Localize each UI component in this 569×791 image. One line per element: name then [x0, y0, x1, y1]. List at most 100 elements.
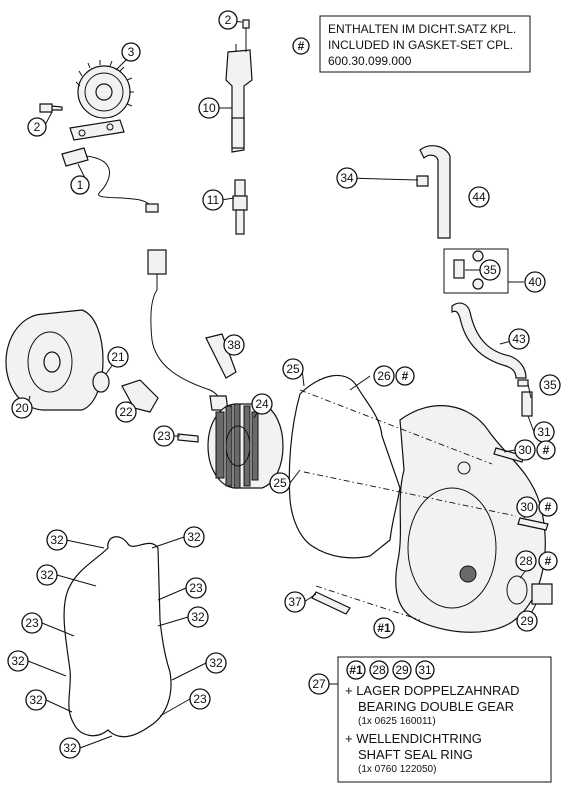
svg-text:23: 23 — [193, 692, 207, 706]
svg-text:#: # — [298, 39, 305, 53]
svg-text:2: 2 — [225, 13, 232, 27]
svg-text:38: 38 — [227, 338, 241, 352]
legend-callout-27: 27 — [308, 673, 330, 695]
large-gasket-drawing — [63, 536, 172, 738]
callout-34: 34 — [336, 167, 358, 189]
pickup-bracket-drawing — [69, 119, 125, 141]
callout-32-g: 32 — [25, 689, 47, 711]
callout-20: 20 — [11, 397, 33, 419]
svg-text:3: 3 — [128, 45, 135, 59]
svg-text:23: 23 — [25, 616, 39, 630]
svg-text:26: 26 — [377, 369, 391, 383]
callout-35-upper: 35 — [479, 259, 501, 281]
legend-ref-hash-1: #1 — [346, 660, 366, 680]
pickup-sensor-drawing — [61, 147, 159, 213]
callout-32-h: 32 — [59, 737, 81, 759]
callout-30-upper: 30 — [514, 439, 536, 461]
callout-23-gasket-b: 23 — [21, 612, 43, 634]
callout-25-upper: 25 — [282, 358, 304, 380]
svg-text:30: 30 — [520, 500, 534, 514]
svg-text:10: 10 — [202, 101, 216, 115]
svg-text:1: 1 — [77, 178, 84, 192]
svg-text:22: 22 — [119, 405, 133, 419]
breather-hose-drawing — [416, 145, 451, 239]
svg-text:32: 32 — [50, 533, 64, 547]
callout-28: 28 — [515, 550, 537, 572]
callout-32-d: 32 — [187, 606, 209, 628]
stator-drawing — [207, 403, 284, 489]
shaft-seal-drawing — [506, 575, 528, 605]
svg-text:32: 32 — [40, 568, 54, 582]
callout-38: 38 — [223, 334, 245, 356]
svg-text:25: 25 — [273, 476, 287, 490]
svg-text:34: 34 — [340, 171, 354, 185]
washer-drawing — [92, 371, 110, 393]
note-line-de: ENTHALTEN IM DICHT.SATZ KPL. — [328, 22, 516, 36]
svg-text:#: # — [545, 554, 552, 568]
svg-text:30: 30 — [518, 443, 532, 457]
svg-text:31: 31 — [537, 425, 551, 439]
note-box — [319, 15, 531, 73]
callout-21: 21 — [107, 346, 129, 368]
svg-text:24: 24 — [255, 397, 269, 411]
callout-10: 10 — [198, 97, 220, 119]
svg-text:44: 44 — [472, 190, 486, 204]
callout-23-stator: 23 — [153, 425, 175, 447]
svg-text:#: # — [402, 369, 409, 383]
callout-24: 24 — [251, 393, 273, 415]
callout-35-lower: 35 — [539, 374, 561, 396]
svg-text:29: 29 — [395, 663, 409, 677]
svg-text:21: 21 — [111, 350, 125, 364]
callout-3: 3 — [121, 42, 141, 62]
cover-screw-lower-drawing — [517, 517, 549, 531]
ignition-coil-drawing — [225, 19, 253, 153]
grommet-drawing — [205, 333, 237, 379]
legend-item2-code: (1x 0760 122050) — [358, 764, 436, 775]
callout-29: 29 — [516, 610, 538, 632]
legend-ref-29: 29 — [392, 660, 412, 680]
callout-31: 31 — [533, 421, 555, 443]
trigger-wheel-drawing — [75, 60, 134, 119]
cover-screw-upper-drawing — [493, 447, 525, 463]
cover-gasket-drawing — [288, 374, 401, 559]
legend-item1-en: BEARING DOUBLE GEAR — [358, 699, 514, 714]
svg-text:23: 23 — [189, 581, 203, 595]
svg-text:35: 35 — [483, 263, 497, 277]
svg-text:2: 2 — [34, 120, 41, 134]
callout-23-gasket-c: 23 — [189, 688, 211, 710]
valve-kit-drawing — [443, 248, 524, 294]
gasket-set-note: # ENTHALTEN IM DICHT.SATZ KPL. INCLUDED … — [292, 15, 531, 73]
callout-1: 1 — [70, 175, 90, 195]
svg-text:#1: #1 — [377, 621, 391, 635]
legend-item2-de: + WELLENDICHTRING — [345, 731, 482, 746]
legend-ref-28: 28 — [369, 660, 389, 680]
stator-cable-drawing — [147, 249, 229, 411]
callout-30-lower: 30 — [516, 496, 538, 518]
svg-text:32: 32 — [63, 741, 77, 755]
hash-marker-30-upper: # — [536, 440, 556, 460]
hash-marker-30-lower: # — [538, 497, 558, 517]
ignition-cover-drawing — [395, 405, 546, 633]
callout-37: 37 — [284, 591, 306, 613]
legend-item1-de: + LAGER DOPPELZAHNRAD — [345, 683, 519, 698]
svg-text:43: 43 — [512, 332, 526, 346]
svg-text:#: # — [543, 443, 550, 457]
assembly-lines — [299, 389, 517, 621]
spark-plug-drawing — [232, 179, 248, 235]
svg-text:32: 32 — [187, 530, 201, 544]
callout-32-b: 32 — [183, 526, 205, 548]
svg-text:32: 32 — [11, 654, 25, 668]
callout-40: 40 — [524, 271, 546, 293]
legend-item2-en: SHAFT SEAL RING — [358, 747, 473, 762]
svg-text:35: 35 — [543, 378, 557, 392]
svg-text:32: 32 — [29, 693, 43, 707]
callout-43: 43 — [508, 328, 530, 350]
screw-left-drawing — [39, 103, 63, 113]
callout-22: 22 — [115, 401, 137, 423]
svg-text:29: 29 — [520, 614, 534, 628]
svg-text:32: 32 — [209, 656, 223, 670]
callout-32-f: 32 — [205, 652, 227, 674]
svg-text:31: 31 — [418, 663, 432, 677]
callout-11: 11 — [202, 189, 224, 211]
